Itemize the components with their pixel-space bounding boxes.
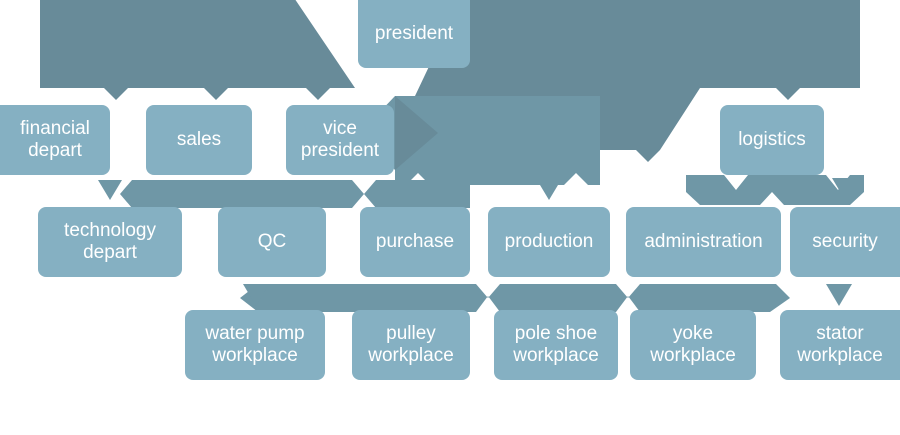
connector-tip-security <box>832 178 858 200</box>
connector-tip-technology <box>98 180 122 200</box>
connector-tip-qc <box>260 180 284 200</box>
node-water-pump-workplace[interactable]: water pump workplace <box>185 310 325 380</box>
node-qc[interactable]: QC <box>218 207 326 277</box>
connector-vicepresident-arrow <box>395 96 438 170</box>
connector-tip-water-pump <box>243 284 269 306</box>
node-yoke-workplace[interactable]: yoke workplace <box>630 310 756 380</box>
node-security[interactable]: security <box>790 207 900 277</box>
node-pole-shoe-workplace[interactable]: pole shoe workplace <box>494 310 618 380</box>
connector-tip-pulley <box>398 284 424 306</box>
node-production[interactable]: production <box>488 207 610 277</box>
node-financial-depart[interactable]: financial depart <box>0 105 110 175</box>
connector-tip-production <box>537 180 561 200</box>
connector-logistics-band <box>686 175 864 205</box>
node-purchase[interactable]: purchase <box>360 207 470 277</box>
node-vice-president[interactable]: vice president <box>286 105 394 175</box>
connector-tip-administration <box>690 178 716 200</box>
node-administration[interactable]: administration <box>626 207 781 277</box>
node-technology-depart[interactable]: technology depart <box>38 207 182 277</box>
connector-tip-pole-shoe <box>538 284 564 306</box>
node-stator-workplace[interactable]: stator workplace <box>780 310 900 380</box>
connector-tip-yoke <box>678 284 704 306</box>
node-sales[interactable]: sales <box>146 105 252 175</box>
connector-president-left <box>40 0 355 100</box>
connector-tip-stator <box>826 284 852 306</box>
connector-level3-to-level4 <box>240 284 790 312</box>
connector-tip-purchase <box>403 180 427 200</box>
node-pulley-workplace[interactable]: pulley workplace <box>352 310 470 380</box>
node-president[interactable]: president <box>358 0 470 68</box>
connector-president-right <box>415 0 860 162</box>
node-logistics[interactable]: logistics <box>720 105 824 175</box>
connector-level2-to-level3-left <box>120 180 470 208</box>
